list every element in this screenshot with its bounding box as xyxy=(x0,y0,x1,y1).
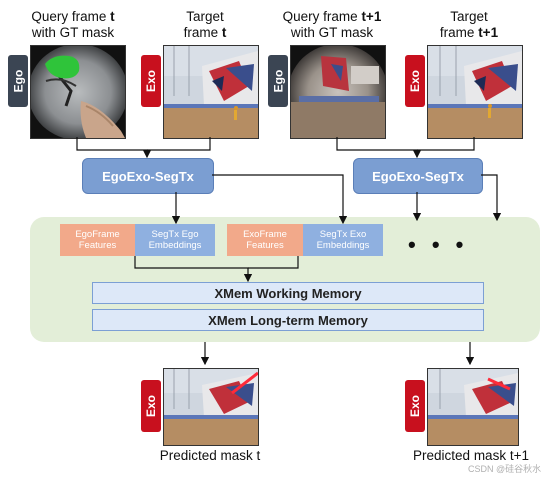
caption-target-frame-t1: Target frame t+1 xyxy=(439,9,499,40)
egoexo-segtx-left: EgoExo-SegTx xyxy=(82,158,214,194)
predicted-mask-frame-t1 xyxy=(427,368,519,446)
exo-target-frame-t1 xyxy=(427,45,523,139)
caption-target-frame-t: Target frame t xyxy=(183,9,227,40)
exo-tag-t: Exo xyxy=(141,55,161,107)
exo-tag-t1: Exo xyxy=(405,55,425,107)
watermark: CSDN @硅谷秋水 xyxy=(468,464,542,474)
xmem-longterm-memory: XMem Long-term Memory xyxy=(92,309,484,331)
exo-tag-pred-t: Exo xyxy=(141,380,161,432)
exo-target-frame-t xyxy=(163,45,259,139)
exo-tag-pred-t1: Exo xyxy=(405,380,425,432)
xmem-working-memory: XMem Working Memory xyxy=(92,282,484,304)
predicted-mask-frame-t xyxy=(163,368,259,446)
segtx-exo-embeddings: SegTx Exo Embeddings xyxy=(303,224,383,256)
ego-query-frame-t xyxy=(30,45,126,139)
exoframe-features: ExoFrame Features xyxy=(227,224,303,256)
predicted-mask-red-t1 xyxy=(487,377,511,391)
ellipsis: • • • xyxy=(408,232,469,257)
segtx-ego-embeddings: SegTx Ego Embeddings xyxy=(135,224,215,256)
caption-query-frame-t: Query frame t with GT mask xyxy=(31,9,115,40)
predicted-mask-red-t xyxy=(231,371,258,395)
ego-query-frame-t1 xyxy=(290,45,386,139)
caption-predicted-mask-t: Predicted mask t xyxy=(159,448,261,463)
gt-mask-green xyxy=(45,55,80,79)
caption-predicted-mask-t1: Predicted mask t+1 xyxy=(413,448,529,463)
ego-tag-t: Ego xyxy=(8,55,28,107)
egoexo-segtx-right: EgoExo-SegTx xyxy=(353,158,483,194)
ego-tag-t1: Ego xyxy=(268,55,288,107)
caption-query-frame-t1: Query frame t+1 with GT mask xyxy=(282,9,382,40)
egoframe-features: EgoFrame Features xyxy=(60,224,135,256)
